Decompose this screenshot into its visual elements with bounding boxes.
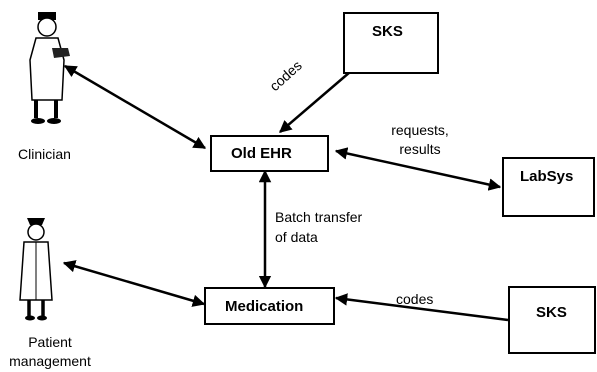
node-old-ehr: Old EHR xyxy=(210,135,329,172)
edge-label-batch-transfer: Batch transfer xyxy=(275,209,363,225)
edge-label-codes-bottom: codes xyxy=(396,291,434,307)
patient-management-label-line2: management xyxy=(9,353,91,369)
clinician-label: Clinician xyxy=(18,146,71,162)
edge-label-of-data: of data xyxy=(275,229,318,245)
node-sks-top: SKS xyxy=(343,12,439,74)
arrow-clinician-ehr xyxy=(63,64,207,150)
patient-management-label-line1: Patient xyxy=(28,334,72,350)
node-sks-bottom: SKS xyxy=(508,286,596,354)
edge-label-results: results xyxy=(399,141,441,157)
node-medication: Medication xyxy=(204,287,335,325)
arrow-ehr-labsys xyxy=(334,147,502,191)
clinician-figure xyxy=(29,12,70,124)
arrow-patient-medication xyxy=(62,260,206,307)
arrow-sks-to-medication xyxy=(334,293,509,322)
edge-label-requests: requests, xyxy=(391,122,449,138)
patient-management-figure xyxy=(19,218,53,321)
arrow-sks-to-ehr xyxy=(279,71,351,133)
node-labsys: LabSys xyxy=(502,157,595,217)
